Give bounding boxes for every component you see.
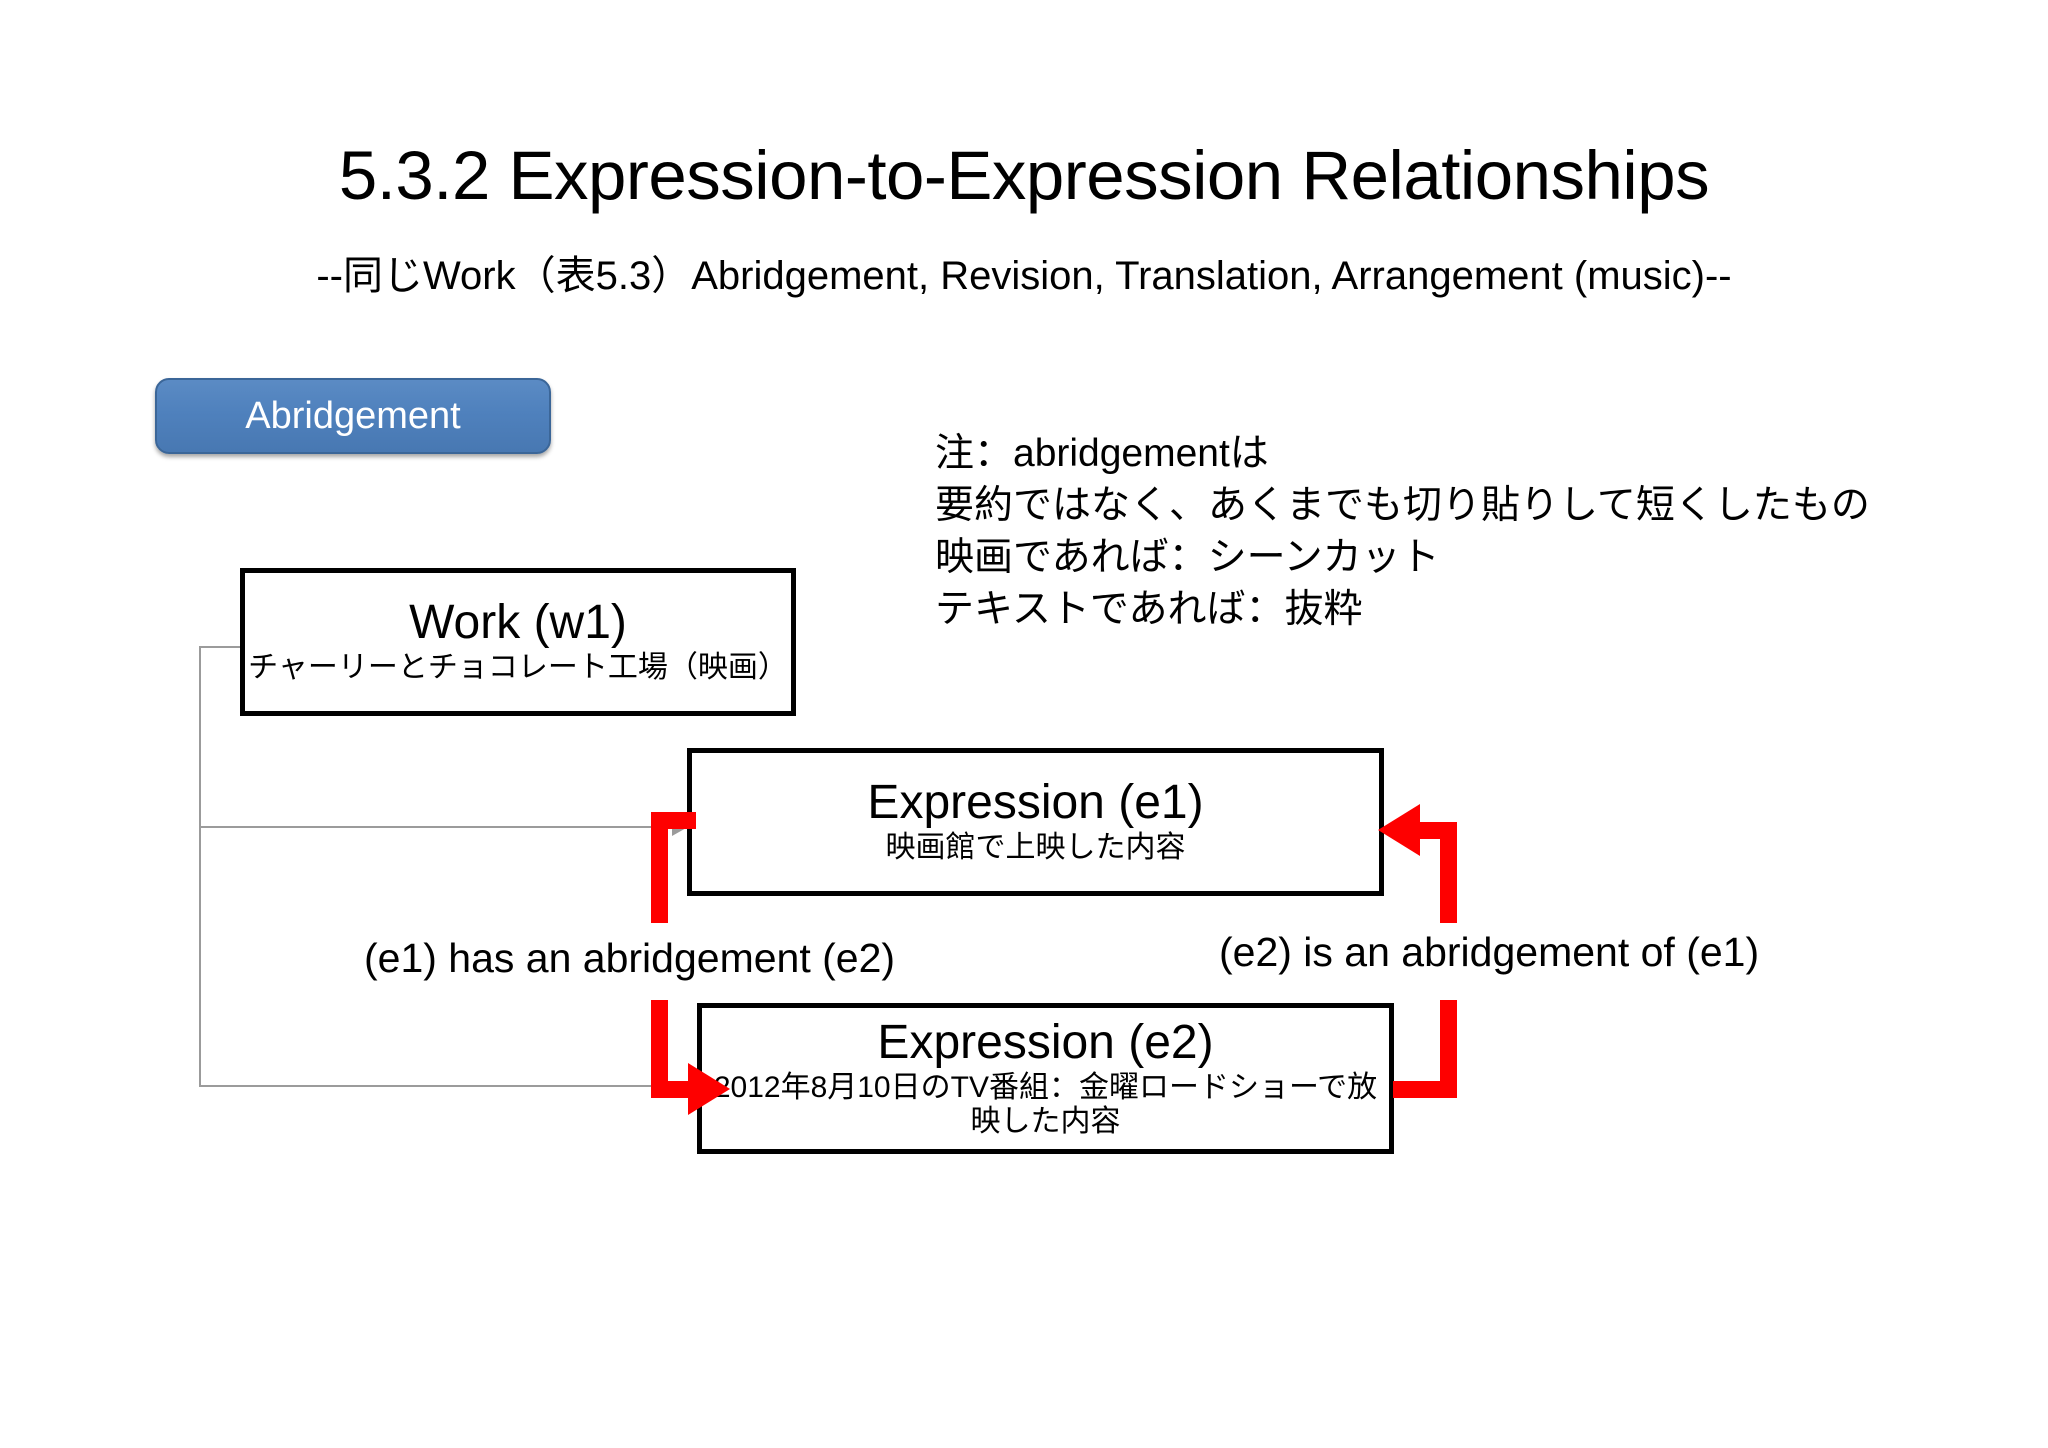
arrow-e1-to-e2-head-icon: [688, 1063, 730, 1115]
entity-expression2-subtitle: 2012年8月10日のTV番組：金曜ロードショーで放映した内容: [713, 1070, 1378, 1138]
entity-box-expression2[interactable]: Expression (e2) 2012年8月10日のTV番組：金曜ロードショー…: [697, 1003, 1394, 1154]
note-line-4: テキストであれば：抜粋: [935, 587, 1363, 631]
entity-work-title: Work (w1): [409, 596, 627, 650]
entity-work-subtitle: チャーリーとチョコレート工場（映画）: [248, 651, 788, 685]
page-subtitle: --同じWork（表5.3）Abridgement, Revision, Tra…: [316, 254, 1732, 298]
arrow-e2-to-e1-segment-upper: [1440, 822, 1457, 923]
entity-expression2-title: Expression (e2): [877, 1015, 1214, 1069]
arrow-e1-to-e2-segment-upper: [651, 812, 668, 923]
connector-to-e2: [199, 1085, 699, 1087]
note-line-3: 映画であれば：シーンカット: [935, 535, 1440, 579]
connector-to-e1: [199, 826, 689, 828]
note-line-1: 注：abridgementは: [935, 432, 1269, 475]
page-title: 5.3.2 Expression-to-Expression Relations…: [338, 137, 1710, 214]
note-line-2: 要約ではなく、あくまでも切り貼りして短くしたもの: [935, 483, 1870, 527]
entity-box-work[interactable]: Work (w1) チャーリーとチョコレート工場（映画）: [240, 568, 796, 716]
relationship-label-right: (e2) is an abridgement of (e1): [1213, 928, 1766, 978]
entity-expression1-title: Expression (e1): [867, 776, 1204, 830]
arrow-e1-to-e2-segment-lower: [651, 1000, 668, 1098]
connector-work-stub: [199, 646, 244, 648]
arrow-e2-to-e1-head-icon: [1378, 804, 1420, 856]
abridgement-tag-label: Abridgement: [245, 394, 461, 437]
entity-expression1-subtitle: 映画館で上映した内容: [885, 831, 1186, 865]
entity-box-expression1[interactable]: Expression (e1) 映画館で上映した内容: [687, 748, 1384, 896]
relationship-label-left: (e1) has an abridgement (e2): [358, 934, 902, 984]
connector-vertical: [199, 646, 201, 1087]
annotation-note: 注：abridgementは 要約ではなく、あくまでも切り貼りして短くしたもの …: [935, 428, 1870, 635]
abridgement-tag[interactable]: Abridgement: [155, 378, 551, 454]
arrow-e2-to-e1-segment-lower: [1440, 1000, 1457, 1098]
